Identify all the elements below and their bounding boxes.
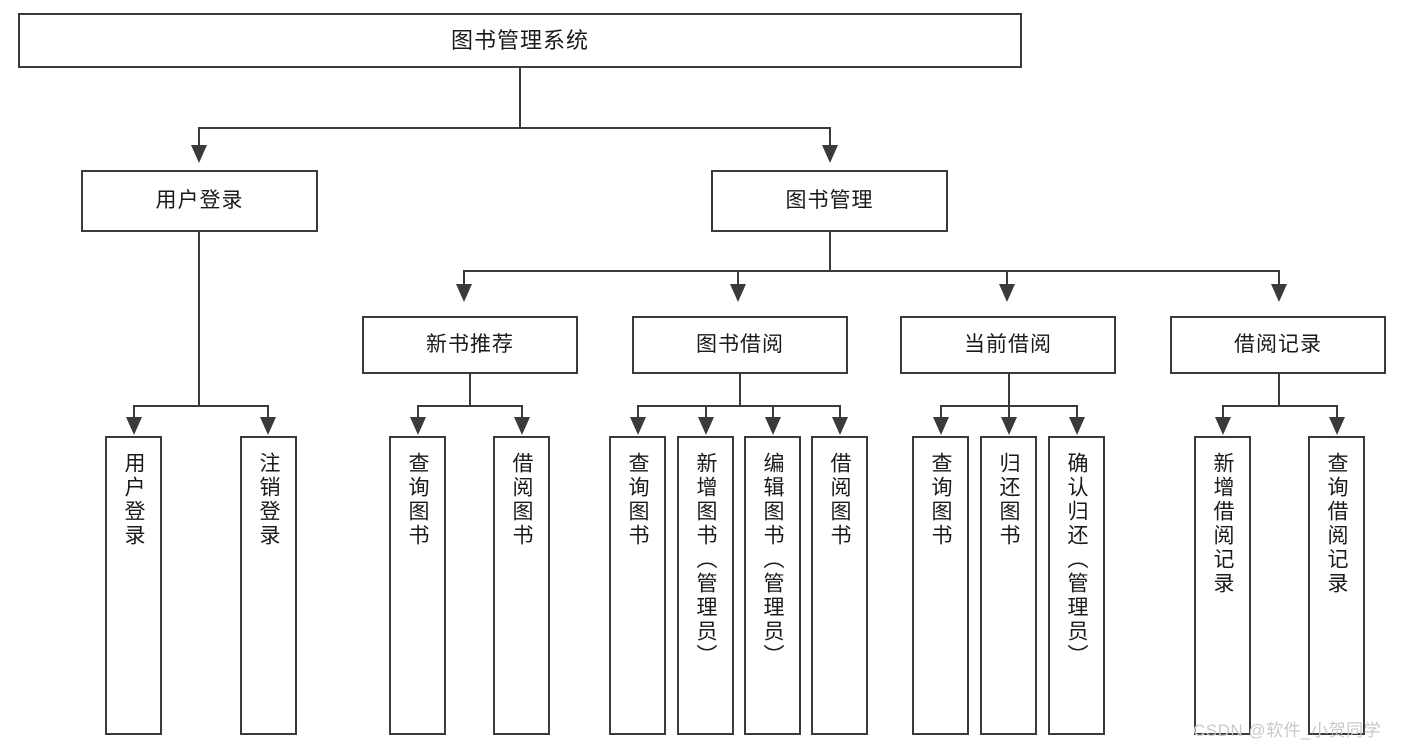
node-label: 新书推荐 — [426, 332, 514, 356]
leaf-record-add-record[interactable]: 新增借阅记录 — [1194, 436, 1251, 735]
connector-borrow-to-leaf-3 — [772, 405, 774, 419]
connector-root-to-user-login — [198, 127, 200, 147]
node-borrow-record[interactable]: 借阅记录 — [1170, 316, 1386, 374]
arrowhead-borrow-leaf-1 — [630, 417, 646, 435]
node-label: 查询图书 — [626, 452, 649, 548]
node-current-borrow[interactable]: 当前借阅 — [900, 316, 1116, 374]
leaf-recommend-query-book[interactable]: 查询图书 — [389, 436, 446, 735]
node-new-book-recommend[interactable]: 新书推荐 — [362, 316, 578, 374]
node-label: 注销登录 — [257, 452, 280, 548]
connector-recommend-to-leaf-1 — [417, 405, 419, 419]
connector-recommend-down — [469, 374, 471, 406]
connector-user-login-to-leaf-1 — [133, 405, 135, 419]
node-label: 查询借阅记录 — [1325, 452, 1348, 596]
leaf-borrow-query-book[interactable]: 查询图书 — [609, 436, 666, 735]
leaf-record-query-record[interactable]: 查询借阅记录 — [1308, 436, 1365, 735]
node-label: 新增图书（管理员） — [694, 452, 717, 668]
connector-record-to-leaf-2 — [1336, 405, 1338, 419]
leaf-current-return-book[interactable]: 归还图书 — [980, 436, 1037, 735]
arrowhead-l2-4 — [1271, 284, 1287, 302]
arrowhead-user-login-leaf-1 — [126, 417, 142, 435]
arrowhead-l2-3 — [999, 284, 1015, 302]
node-label: 确认归还（管理员） — [1065, 452, 1088, 668]
node-label: 用户登录 — [155, 188, 244, 212]
arrowhead-borrow-leaf-2 — [698, 417, 714, 435]
leaf-current-confirm-return[interactable]: 确认归还（管理员） — [1048, 436, 1105, 735]
node-user-login[interactable]: 用户登录 — [81, 170, 318, 232]
connector-root-to-book-mgmt — [829, 127, 831, 147]
connector-book-mgmt-bus — [463, 270, 1280, 272]
arrowhead-root-to-book-mgmt — [822, 145, 838, 163]
connector-recommend-bus — [417, 405, 523, 407]
node-label: 图书管理系统 — [450, 27, 589, 53]
connector-root-down — [519, 68, 521, 128]
node-label: 借阅图书 — [510, 452, 533, 548]
connector-book-mgmt-to-l2-4 — [1278, 270, 1280, 286]
node-label: 归还图书 — [997, 452, 1020, 548]
connector-user-login-bus — [133, 405, 269, 407]
leaf-borrow-edit-book[interactable]: 编辑图书（管理员） — [744, 436, 801, 735]
node-book-management[interactable]: 图书管理 — [711, 170, 948, 232]
connector-borrow-to-leaf-2 — [705, 405, 707, 419]
arrowhead-current-leaf-2 — [1001, 417, 1017, 435]
connector-borrow-bus — [637, 405, 840, 407]
connector-user-login-down — [198, 232, 200, 406]
node-label: 新增借阅记录 — [1211, 452, 1234, 596]
connector-current-down — [1008, 374, 1010, 406]
node-label: 图书管理 — [785, 188, 874, 212]
connector-book-mgmt-to-l2-1 — [463, 270, 465, 286]
connector-borrow-to-leaf-4 — [839, 405, 841, 419]
node-label: 查询图书 — [406, 452, 429, 548]
node-label: 用户登录 — [122, 452, 145, 548]
arrowhead-l2-2 — [730, 284, 746, 302]
leaf-user-login-logout[interactable]: 注销登录 — [240, 436, 297, 735]
arrowhead-recommend-leaf-1 — [410, 417, 426, 435]
node-label: 当前借阅 — [964, 332, 1052, 356]
connector-root-bus — [198, 127, 831, 129]
arrowhead-borrow-leaf-4 — [832, 417, 848, 435]
connector-record-bus — [1222, 405, 1338, 407]
arrowhead-record-leaf-1 — [1215, 417, 1231, 435]
arrowhead-current-leaf-3 — [1069, 417, 1085, 435]
node-root-system[interactable]: 图书管理系统 — [18, 13, 1022, 68]
arrowhead-recommend-leaf-2 — [514, 417, 530, 435]
arrowhead-borrow-leaf-3 — [765, 417, 781, 435]
leaf-borrow-add-book[interactable]: 新增图书（管理员） — [677, 436, 734, 735]
node-book-borrow[interactable]: 图书借阅 — [632, 316, 848, 374]
connector-current-to-leaf-3 — [1076, 405, 1078, 419]
arrowhead-current-leaf-1 — [933, 417, 949, 435]
connector-record-to-leaf-1 — [1222, 405, 1224, 419]
leaf-recommend-borrow-book[interactable]: 借阅图书 — [493, 436, 550, 735]
connector-record-down — [1278, 374, 1280, 406]
connector-current-to-leaf-1 — [940, 405, 942, 419]
node-label: 借阅图书 — [828, 452, 851, 548]
connector-user-login-to-leaf-2 — [267, 405, 269, 419]
connector-borrow-down — [739, 374, 741, 406]
node-label: 编辑图书（管理员） — [761, 452, 784, 668]
leaf-borrow-borrow-book[interactable]: 借阅图书 — [811, 436, 868, 735]
connector-book-mgmt-to-l2-2 — [737, 270, 739, 286]
leaf-current-query-book[interactable]: 查询图书 — [912, 436, 969, 735]
node-label: 图书借阅 — [696, 332, 784, 356]
connector-recommend-to-leaf-2 — [521, 405, 523, 419]
arrowhead-l2-1 — [456, 284, 472, 302]
arrowhead-user-login-leaf-2 — [260, 417, 276, 435]
node-label: 借阅记录 — [1234, 332, 1322, 356]
arrowhead-record-leaf-2 — [1329, 417, 1345, 435]
connector-current-to-leaf-2 — [1008, 405, 1010, 419]
connector-borrow-to-leaf-1 — [637, 405, 639, 419]
arrowhead-root-to-user-login — [191, 145, 207, 163]
connector-book-mgmt-to-l2-3 — [1006, 270, 1008, 286]
connector-book-mgmt-down — [829, 232, 831, 271]
node-label: 查询图书 — [929, 452, 952, 548]
leaf-user-login-login[interactable]: 用户登录 — [105, 436, 162, 735]
